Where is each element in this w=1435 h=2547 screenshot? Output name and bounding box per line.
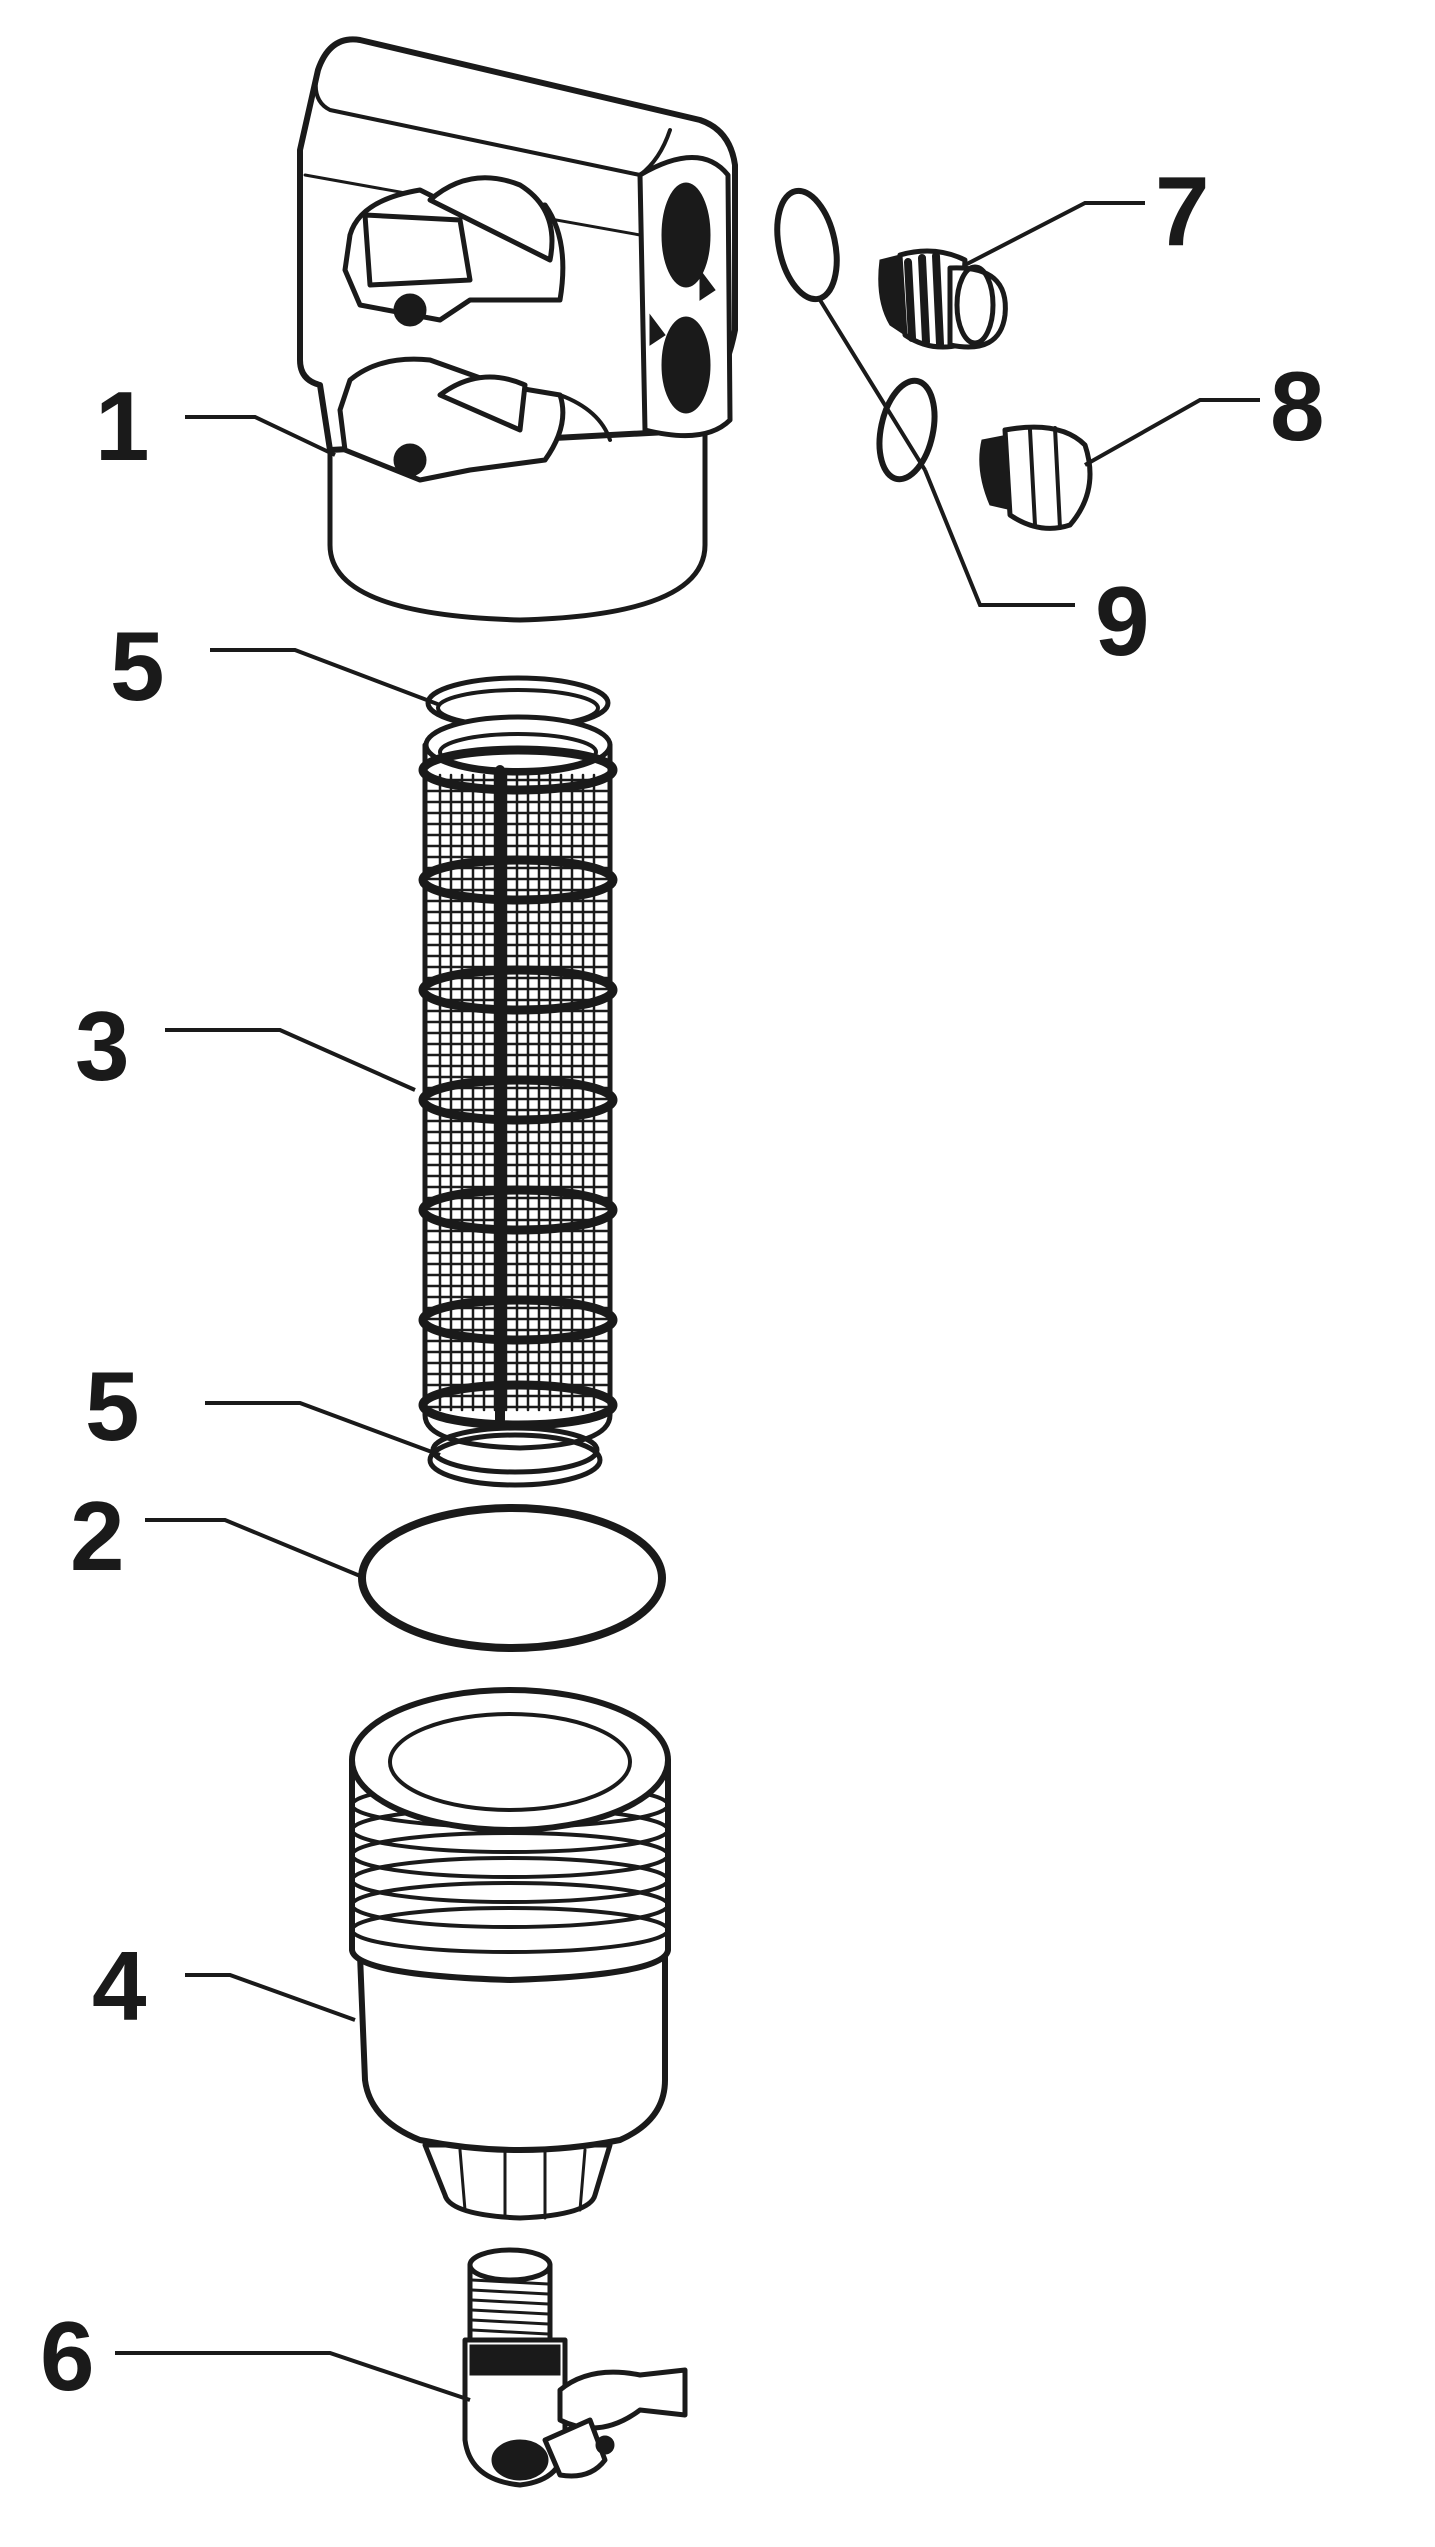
part-o-rings-9 xyxy=(774,187,938,483)
drawing-stroke xyxy=(471,2288,549,2296)
callout-7: 7 xyxy=(1155,156,1210,266)
drawing-stroke xyxy=(471,2318,549,2326)
drawing-stroke xyxy=(350,1856,670,1904)
callout-4: 4 xyxy=(92,1931,147,2041)
callout-3: 3 xyxy=(75,991,130,1101)
drawing-stroke xyxy=(471,2328,549,2336)
part-bowl-o-ring-2 xyxy=(358,1504,666,1652)
part-gasket-lower-5 xyxy=(427,1425,603,1488)
part-plug-8 xyxy=(979,424,1093,531)
callout-9: 9 xyxy=(1095,566,1150,676)
callout-5-upper: 5 xyxy=(110,611,165,721)
drawing-stroke xyxy=(471,2308,549,2316)
part-filter-bowl-4 xyxy=(349,1687,671,2221)
drawing-stroke xyxy=(350,1881,670,1929)
callout-1: 1 xyxy=(95,371,150,481)
part-threaded-adapter-7 xyxy=(878,248,1008,350)
drawing-stroke xyxy=(350,1906,670,1954)
callout-6: 6 xyxy=(40,2301,95,2411)
drawing-stroke xyxy=(471,2278,549,2286)
callout-5-lower: 5 xyxy=(85,1351,140,1461)
part-mesh-cartridge-3 xyxy=(418,714,618,1451)
drawing-stroke xyxy=(471,2298,549,2306)
part-filter-head xyxy=(297,36,738,623)
callout-2: 2 xyxy=(70,1481,125,1591)
leader-lines xyxy=(115,201,1260,2402)
callout-labels: 1 7 8 9 5 3 5 2 4 6 xyxy=(40,156,1325,2411)
callout-8: 8 xyxy=(1270,351,1325,461)
part-drain-valve-6 xyxy=(462,2247,688,2488)
